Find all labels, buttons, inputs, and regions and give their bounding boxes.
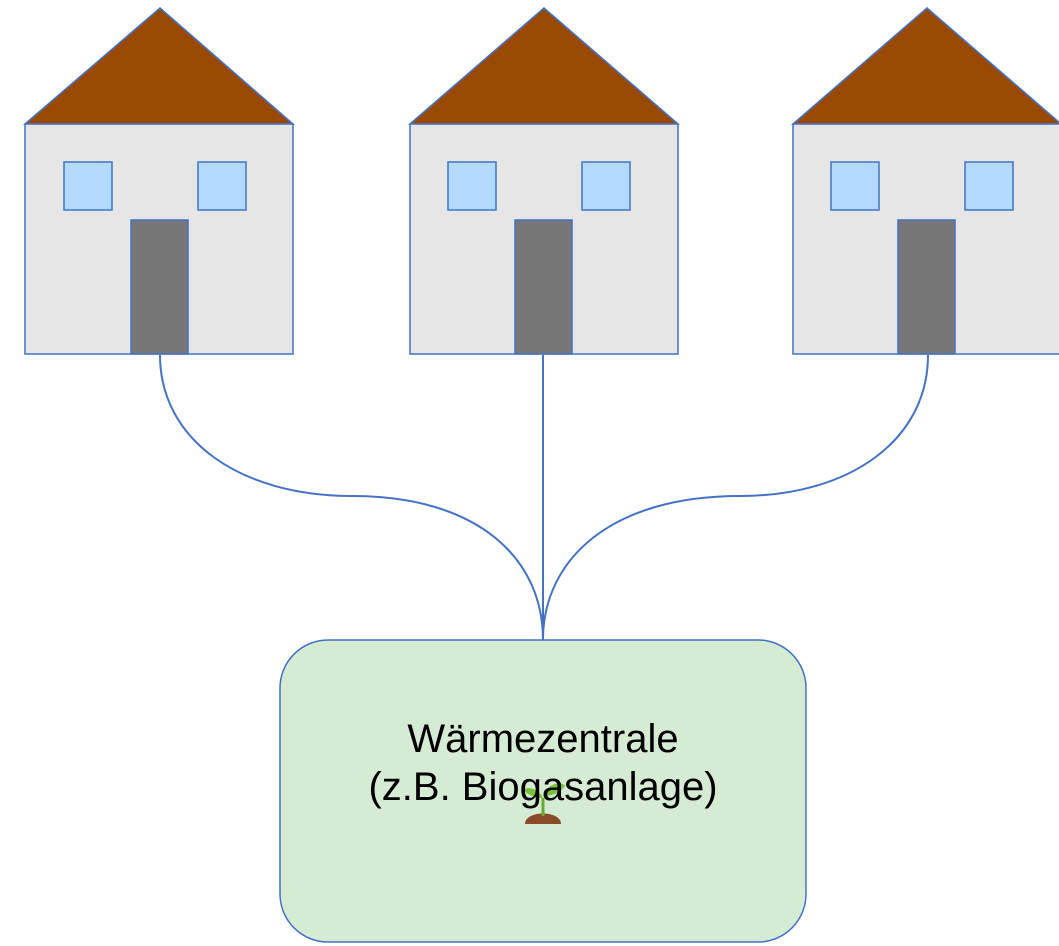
window-left (447, 161, 497, 211)
roof (790, 7, 1059, 125)
central-plant-box (279, 639, 807, 943)
roof (22, 7, 296, 125)
pipe-right (542, 354, 929, 641)
house-right (790, 7, 1059, 355)
window-left (63, 161, 113, 211)
window-right (964, 161, 1014, 211)
window-left (830, 161, 880, 211)
door (514, 219, 573, 355)
window-right (581, 161, 631, 211)
heat-pipes (159, 354, 929, 641)
roof (407, 7, 681, 125)
house-middle (407, 7, 681, 355)
door (130, 219, 189, 355)
house-left (22, 7, 296, 355)
window-right (197, 161, 247, 211)
pipe-left (159, 354, 544, 641)
door (897, 219, 956, 355)
seedling-icon (523, 783, 565, 824)
